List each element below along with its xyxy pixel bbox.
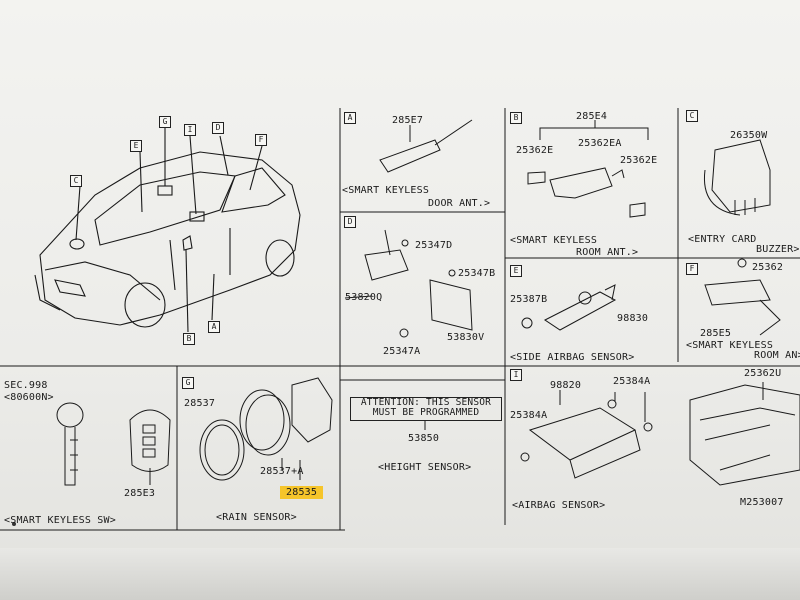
part-98820: 98820 <box>550 380 582 391</box>
part-25362ea: 25362EA <box>578 138 622 149</box>
part-53850: 53850 <box>408 433 440 444</box>
callout-c: C <box>70 175 82 187</box>
part-53830v: 53830V <box>447 332 485 343</box>
part-26350w: 26350W <box>730 130 768 141</box>
panel-a-letter: A <box>344 112 356 124</box>
part-25362u: 25362U <box>744 368 782 379</box>
car-illustration <box>34 128 301 333</box>
part-285e7: 285E7 <box>392 115 424 126</box>
attention-line-2: MUST BE PROGRAMMED <box>372 407 480 418</box>
part-25384a: 25384A <box>613 376 651 387</box>
panel-c-caption-1: <ENTRY CARD <box>688 234 757 245</box>
panel-f-letter: F <box>686 263 698 275</box>
part-25387b: 25387B <box>510 294 548 305</box>
callout-e: E <box>130 140 142 152</box>
callout-f: F <box>255 134 267 146</box>
panel-f-caption-1: <SMART KEYLESS <box>686 340 774 351</box>
part-25362e-2: 25362E <box>620 155 658 166</box>
speck <box>12 522 16 526</box>
panel-b-caption-2: ROOM ANT.> <box>576 247 639 258</box>
panel-e-caption: <SIDE AIRBAG SENSOR> <box>510 352 635 363</box>
monitor-bezel <box>0 548 800 600</box>
part-98830: 98830 <box>617 313 649 324</box>
rain-sensor-drawing <box>199 377 333 481</box>
part-25362e: 25362E <box>516 145 554 156</box>
part-sec-998: SEC.998 <box>4 380 48 391</box>
part-28535-highlighted: 28535 <box>280 486 324 499</box>
panel-a-caption-2: DOOR ANT.> <box>428 198 491 209</box>
height-sensor-bracket-drawing <box>344 229 473 338</box>
callout-d: D <box>212 122 224 134</box>
attention-box: ATTENTION: THIS SENSOR MUST BE PROGRAMME… <box>350 397 502 421</box>
side-airbag-sensor-drawing <box>521 284 617 331</box>
vehicle-floor-drawing <box>689 382 800 486</box>
part-28537: 28537 <box>184 398 216 409</box>
room-antenna-f-drawing <box>704 258 781 336</box>
part-25384a-2: 25384A <box>510 410 548 421</box>
smart-key-drawing <box>56 402 171 486</box>
part-80600n: <80600N> <box>4 392 54 403</box>
diagram-code: M253007 <box>740 497 784 508</box>
part-285e4: 285E4 <box>576 111 608 122</box>
callout-b: B <box>183 333 195 345</box>
callout-g: G <box>159 116 171 128</box>
attention-line-1: ATTENTION: THIS SENSOR <box>360 397 492 408</box>
panel-c-caption-2: BUZZER> <box>756 244 800 255</box>
part-25347b: 25347B <box>458 268 496 279</box>
panel-g-letter: G <box>182 377 194 389</box>
panel-d-letter: D <box>344 216 356 228</box>
panel-i-caption: <AIRBAG SENSOR> <box>512 500 606 511</box>
callout-a: A <box>208 321 220 333</box>
panel-b-letter: B <box>510 112 522 124</box>
airbag-sensor-drawing <box>520 390 653 479</box>
part-285e3: 285E3 <box>124 488 156 499</box>
panel-i-letter: I <box>510 369 522 381</box>
room-antenna-drawing <box>527 120 649 218</box>
callout-i: I <box>184 124 196 136</box>
buzzer-drawing <box>703 139 771 216</box>
part-53820q: 53820Q <box>345 292 383 303</box>
door-antenna-drawing <box>379 119 473 173</box>
height-sensor-caption: <HEIGHT SENSOR> <box>378 462 472 473</box>
part-285e5: 285E5 <box>700 328 732 339</box>
panel-a-caption-1: <SMART KEYLESS <box>342 185 430 196</box>
part-25347a: 25347A <box>383 346 421 357</box>
keyless-caption: <SMART KEYLESS SW> <box>4 515 116 526</box>
panel-g-caption: <RAIN SENSOR> <box>216 512 297 523</box>
panel-c-letter: C <box>686 110 698 122</box>
part-25362: 25362 <box>752 262 784 273</box>
part-28537a: 28537+A <box>260 466 304 477</box>
panel-e-letter: E <box>510 265 522 277</box>
panel-b-caption-1: <SMART KEYLESS <box>510 235 598 246</box>
panel-f-caption-2: ROOM AN> <box>754 350 800 361</box>
part-25347d: 25347D <box>415 240 453 251</box>
